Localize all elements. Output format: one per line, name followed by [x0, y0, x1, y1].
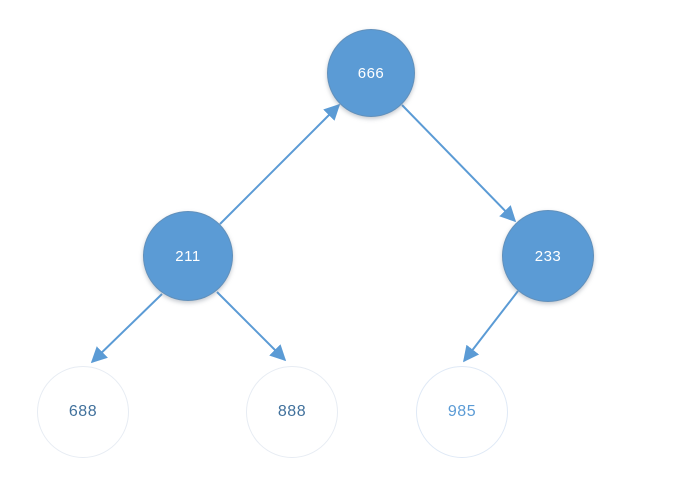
tree-node-leaf-2: 888 — [246, 366, 338, 458]
tree-node-left-label: 211 — [175, 247, 201, 265]
tree-node-leaf-3-label: 985 — [447, 403, 477, 420]
tree-node-root-label: 666 — [357, 64, 385, 82]
tree-node-leaf-1-label: 688 — [68, 403, 98, 420]
tree-node-leaf-2-label: 888 — [277, 403, 307, 420]
tree-node-root: 666 — [327, 29, 415, 117]
tree-node-right: 233 — [502, 210, 594, 302]
edge-666-to-233-arrow — [401, 104, 517, 223]
tree-node-right-label: 233 — [534, 247, 562, 265]
edge-211-to-666-arrow — [219, 103, 341, 225]
edge-211-to-688-arrow — [90, 293, 163, 364]
tree-node-left: 211 — [143, 211, 233, 301]
edge-211-to-888-arrow — [216, 291, 287, 362]
edge-233-to-985-arrow — [463, 290, 519, 363]
tree-node-leaf-1: 688 — [37, 366, 129, 458]
tree-node-leaf-3: 985 — [416, 366, 508, 458]
